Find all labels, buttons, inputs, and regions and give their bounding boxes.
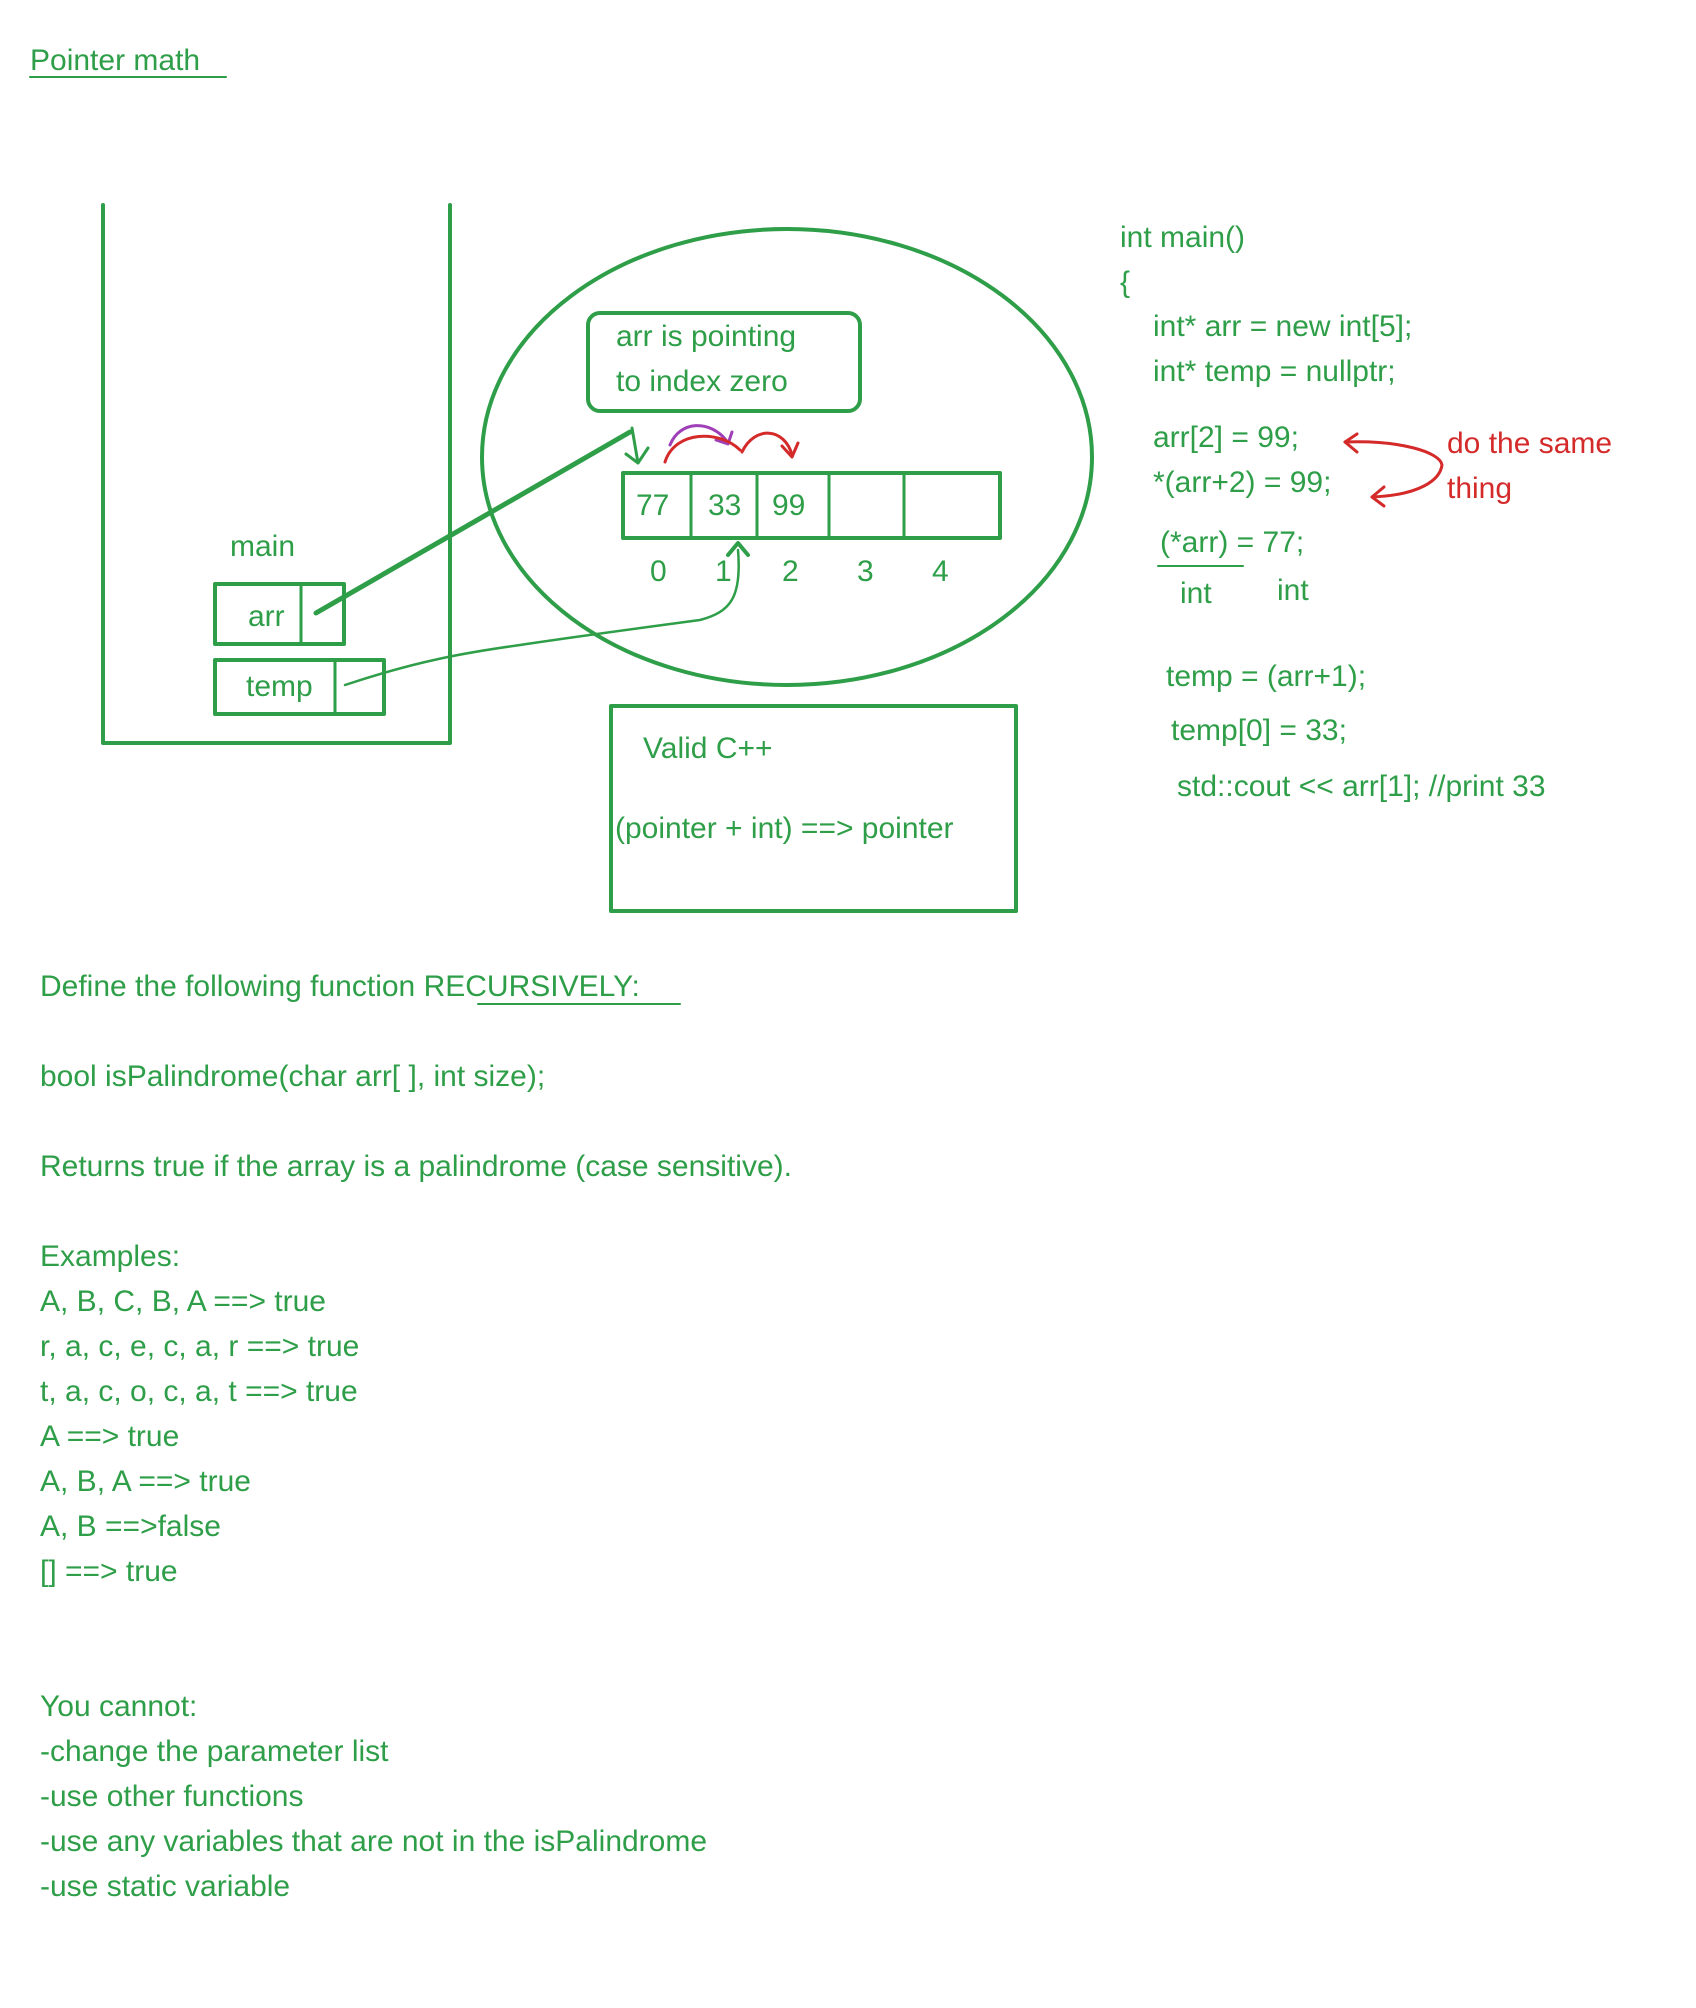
index-label-0: 0 [650,555,667,588]
index-label-4: 4 [932,555,949,588]
temp-variable-label: temp [246,670,313,703]
purple-arrowhead [714,430,734,446]
heap-array: 77 33 99 [621,471,1002,540]
code-line-4: int* temp = nullptr; [1153,355,1396,388]
cannot-rule-4: -use static variable [40,1870,290,1903]
type-label-left: int [1180,577,1212,610]
valid-cpp-box [609,704,1018,913]
example-3: t, a, c, o, c, a, t ==> true [40,1375,358,1408]
code-line-1: int main() [1120,221,1245,254]
example-7: [] ==> true [40,1555,178,1588]
define-instruction: Define the following function RECURSIVEL… [40,970,640,1003]
pointer-note-line-2: to index zero [616,365,788,398]
index-label-1: 1 [715,555,732,588]
function-signature: bool isPalindrome(char arr[ ], int size)… [40,1060,545,1093]
define-suffix: : [631,970,639,1003]
code-line-10: std::cout << arr[1]; //print 33 [1177,770,1546,803]
arr-variable-box [213,582,346,646]
valid-cpp-rule: (pointer + int) ==> pointer [615,812,954,845]
red-note-line-1: do the same [1447,427,1612,460]
code-line-9: temp[0] = 33; [1171,714,1347,747]
cell-value-0: 77 [636,489,669,522]
purple-curve-arrow [668,424,728,447]
example-6: A, B ==>false [40,1510,221,1543]
red-arrowhead [780,441,800,459]
code-line-5: arr[2] = 99; [1153,421,1299,454]
red-note-line-2: thing [1447,472,1512,505]
red-curve-arrow-2 [740,431,794,457]
heap-array-outline [621,471,1002,540]
arr-arrowhead [624,426,650,465]
type-label-right: int [1277,574,1309,607]
stack-frame [101,203,452,745]
stack-frame-label: main [230,530,295,563]
valid-cpp-title: Valid C++ [643,732,773,765]
cannot-heading: You cannot: [40,1690,197,1723]
temp-pointer-arrow [343,548,740,687]
index-label-2: 2 [782,555,799,588]
example-2: r, a, c, e, c, a, r ==> true [40,1330,359,1363]
red-curve-arrow-1 [663,434,742,464]
cell-value-1: 33 [708,489,741,522]
code-line-2: { [1120,266,1130,299]
red-arrowhead-top [1343,432,1359,454]
define-prefix: Define the following function [40,970,424,1003]
example-1: A, B, C, B, A ==> true [40,1285,326,1318]
red-bracket-arrow [1343,440,1444,499]
cell-value-2: 99 [772,489,805,522]
index-label-3: 3 [857,555,874,588]
code-line-6: *(arr+2) = 99; [1153,466,1331,499]
example-4: A ==> true [40,1420,179,1453]
code-line-3: int* arr = new int[5]; [1153,310,1412,343]
example-5: A, B, A ==> true [40,1465,251,1498]
arr-pointer-arrow [313,429,633,616]
cannot-rule-1: -change the parameter list [40,1735,389,1768]
temp-arrowhead [726,541,750,557]
pointer-note-box [586,311,862,413]
code-line-7: (*arr) = 77; [1160,526,1304,559]
cannot-rule-3: -use any variables that are not in the i… [40,1825,707,1858]
pointer-note-line-1: arr is pointing [616,320,796,353]
heap-ellipse [480,227,1094,687]
temp-variable-box [213,658,386,716]
page-title: Pointer math [30,44,200,77]
examples-heading: Examples: [40,1240,180,1273]
function-description: Returns true if the array is a palindrom… [40,1150,792,1183]
cannot-rule-2: -use other functions [40,1780,303,1813]
code-line-8: temp = (arr+1); [1166,660,1366,693]
arr-variable-label: arr [248,600,285,633]
red-arrowhead-bottom [1370,485,1386,508]
define-keyword: RECURSIVELY [424,970,633,1003]
